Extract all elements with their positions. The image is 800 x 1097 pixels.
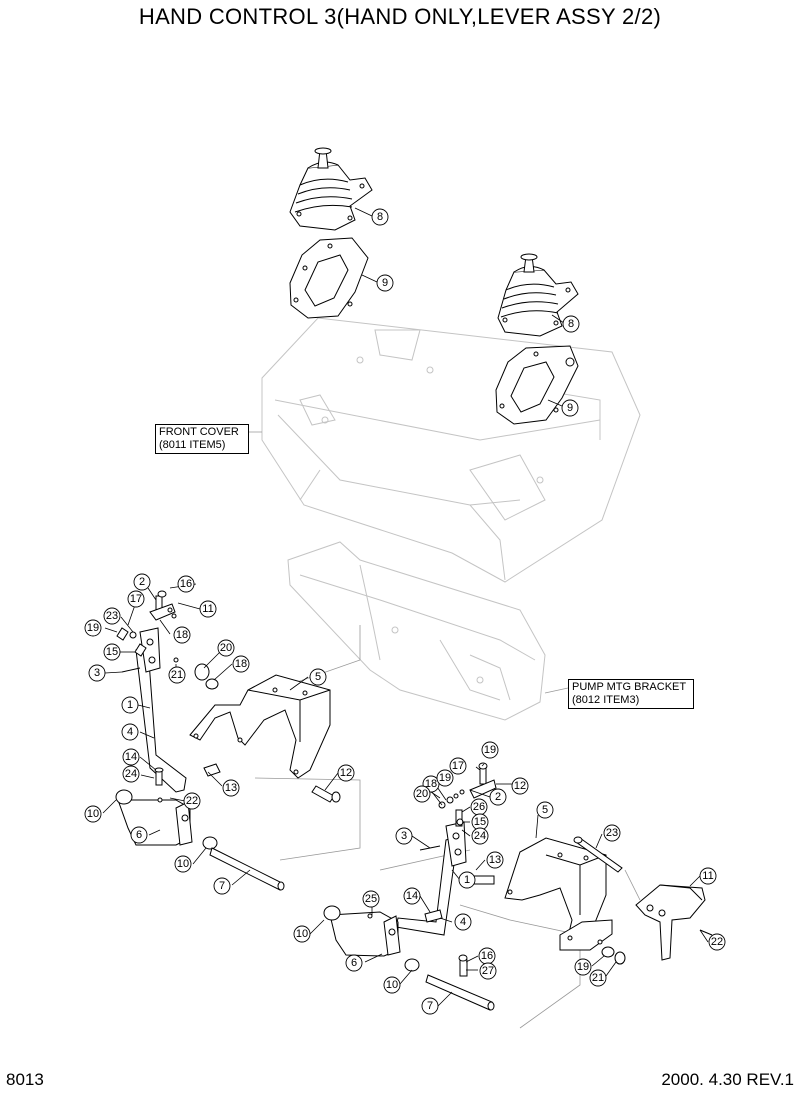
boot-plate-left [289,237,369,319]
callout-1: 1 [464,874,470,886]
callout-17: 17 [130,593,142,605]
page-title: HAND CONTROL 3(HAND ONLY,LEVER ASSY 2/2) [138,4,662,29]
callout-19: 19 [577,961,589,973]
callout-20: 20 [220,642,232,654]
front-cover-note: FRONT COVER (8011 ITEM5) [155,424,249,454]
callout-5: 5 [542,804,548,816]
callout-5: 5 [315,671,321,683]
callout-21: 21 [592,972,604,984]
callout-20: 20 [416,788,428,800]
callout-14: 14 [125,751,137,763]
callout-13: 13 [489,854,501,866]
callout-23: 23 [106,610,118,622]
pin-right [573,836,623,873]
callout-10: 10 [296,928,308,940]
washers-right [601,946,626,965]
callout-2: 2 [139,576,145,588]
callout-24: 24 [474,830,486,842]
callout-15: 15 [474,816,486,828]
callout-12: 12 [340,767,352,779]
callout-25: 25 [365,893,377,905]
callout-18: 18 [176,629,188,641]
callout-10: 10 [87,808,99,820]
callout-2: 2 [495,791,501,803]
callout-13: 13 [225,782,237,794]
callout-19: 19 [439,772,451,784]
callout-22: 22 [186,795,198,807]
callout-21: 21 [171,669,183,681]
callout-7: 7 [427,1000,433,1012]
lever-assembly-right [323,762,497,1011]
callout-11: 11 [702,870,713,882]
callout-10: 10 [386,979,398,991]
rubber-boot-left [289,147,373,231]
callout-3: 3 [401,830,407,842]
page-code: 8013 [6,1070,44,1089]
callout-8: 8 [377,211,383,223]
callout-19: 19 [484,744,496,756]
rubber-boot-right [497,253,579,337]
callout-12: 12 [514,780,526,792]
callout-14: 14 [406,890,418,902]
callout-17: 17 [452,760,464,772]
callout-1: 1 [127,699,133,711]
callout-9: 9 [567,402,573,414]
pump-bracket-outline [287,541,546,721]
callout-4: 4 [127,726,133,738]
pump-bracket-note-line1: PUMP MTG BRACKET [572,681,687,693]
callout-10: 10 [177,858,189,870]
callout-7: 7 [219,880,225,892]
callout-24: 24 [125,768,137,780]
pump-bracket-note: PUMP MTG BRACKET (8012 ITEM3) [568,679,694,709]
callout-18: 18 [425,778,437,790]
boot-plate-right [495,345,579,425]
callout-16: 16 [481,950,493,962]
callout-26: 26 [473,801,485,813]
front-cover-outline [261,317,641,583]
callout-circles [84,208,726,1015]
callout-23: 23 [606,827,618,839]
front-cover-note-line1: FRONT COVER [159,426,239,438]
pump-bracket-note-line2: (8012 ITEM3) [572,694,640,706]
revision-date: 2000. 4.30 REV.1 [661,1070,794,1089]
callout-4: 4 [460,916,466,928]
callout-3: 3 [94,667,100,679]
callout-27: 27 [482,965,494,977]
callout-16: 16 [180,578,192,590]
callout-9: 9 [382,277,388,289]
bracket-small-right [635,884,713,961]
callout-19: 19 [87,622,99,634]
callout-6: 6 [136,829,142,841]
bracket-left [189,674,331,779]
callout-8: 8 [568,318,574,330]
bracket-right [504,837,613,951]
callout-15: 15 [106,646,118,658]
callout-11: 11 [202,603,213,615]
callout-22: 22 [711,936,723,948]
front-cover-note-line2: (8011 ITEM5) [159,439,226,451]
callout-6: 6 [351,957,357,969]
callout-18: 18 [235,658,247,670]
callout-numbers: 8 9 8 9 2 16 11 17 23 19 18 15 3 21 20 1… [87,211,723,1012]
